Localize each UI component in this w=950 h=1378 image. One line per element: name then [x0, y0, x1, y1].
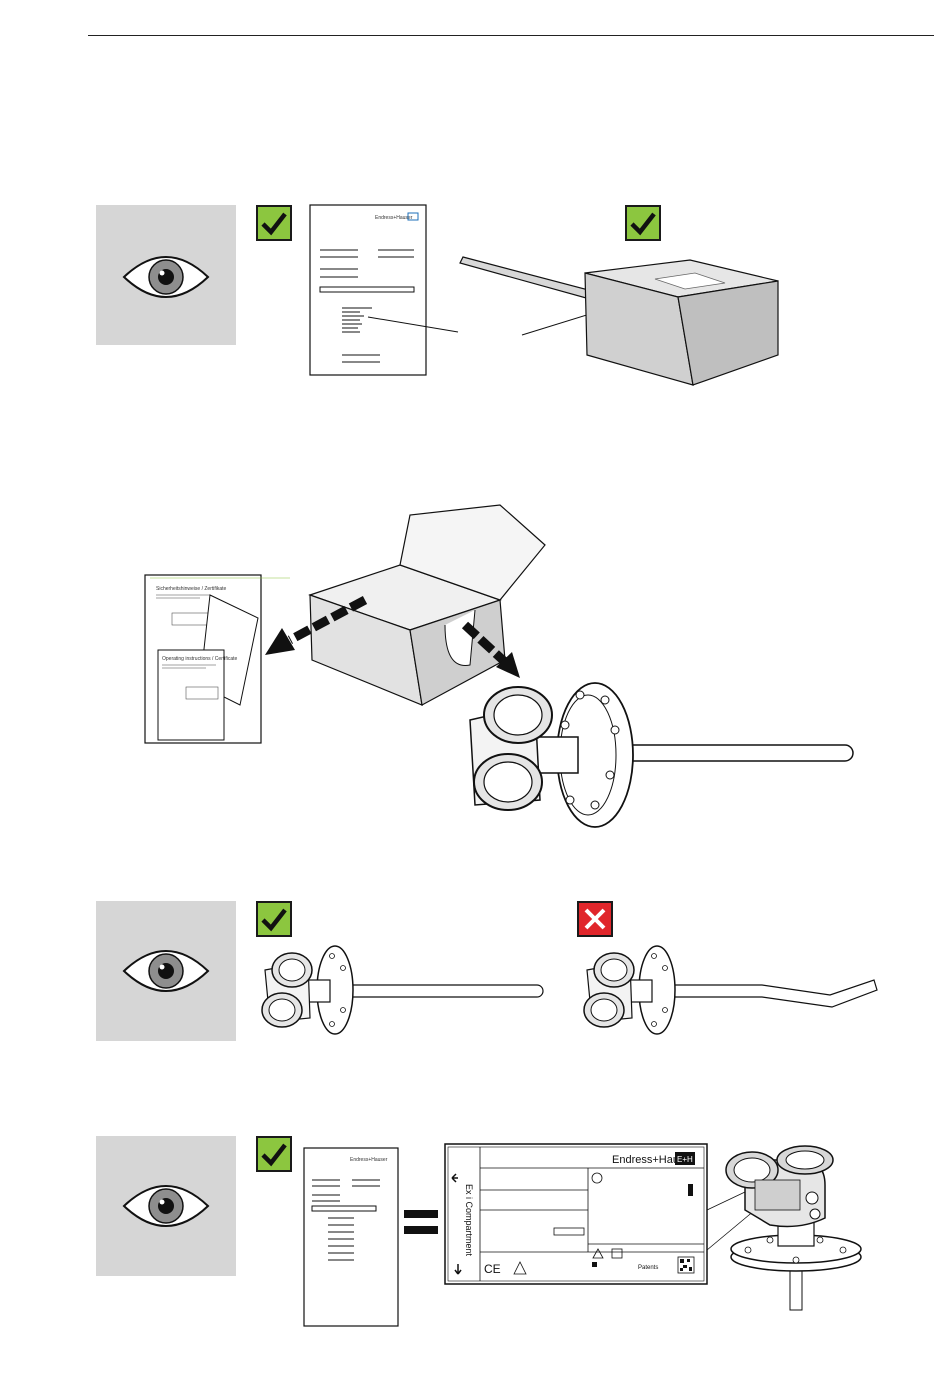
eye-tile-damage-check [96, 901, 236, 1041]
check-icon [256, 1136, 292, 1172]
equals-icon [404, 1210, 438, 1234]
order-document: Endress+Hauser [304, 1148, 398, 1326]
patents-label: Patents [638, 1265, 658, 1271]
intact-probe-illustration [250, 940, 550, 1040]
nameplate-logo-mark: E+H [677, 1155, 693, 1164]
ce-mark: CE [484, 1262, 501, 1276]
open-box [310, 505, 545, 705]
eye-icon [96, 1136, 236, 1276]
check-icon [256, 901, 292, 937]
document-safety-title: Sicherheitshinweise / Zertifikate [156, 586, 227, 592]
supplied-documents: Sicherheitshinweise / Zertifikate Operat… [145, 575, 290, 743]
level-probe-instrument [470, 683, 853, 827]
delivery-note-document: Endress+Hauser [310, 205, 426, 375]
header-rule [88, 35, 934, 36]
cross-icon [577, 901, 613, 937]
check-icon [256, 205, 292, 241]
unpacking-illustration: Sicherheitshinweise / Zertifikate Operat… [140, 500, 860, 830]
compartment-label: Ex i Compartment [464, 1184, 474, 1257]
document-brand-label: Endress+Hauser [375, 215, 413, 221]
shipping-box [585, 260, 778, 385]
mounted-instrument [726, 1146, 861, 1310]
bent-probe-illustration [572, 940, 882, 1040]
delivery-note-and-package-illustration: Endress+Hauser [300, 195, 800, 395]
nameplate-comparison-illustration: Endress+Hauser Endress+Hauser E+H Ex i C… [300, 1140, 900, 1330]
eye-icon [96, 205, 236, 345]
document-operating-title: Operating instructions / Certificate [162, 656, 238, 662]
eye-icon [96, 901, 236, 1041]
probe-rod [460, 257, 600, 301]
nameplate: Endress+Hauser E+H Ex i Compartment CE P… [445, 1144, 707, 1284]
eye-tile-inspect [96, 205, 236, 345]
document-brand-label: Endress+Hauser [350, 1157, 388, 1163]
eye-tile-nameplate-check [96, 1136, 236, 1276]
